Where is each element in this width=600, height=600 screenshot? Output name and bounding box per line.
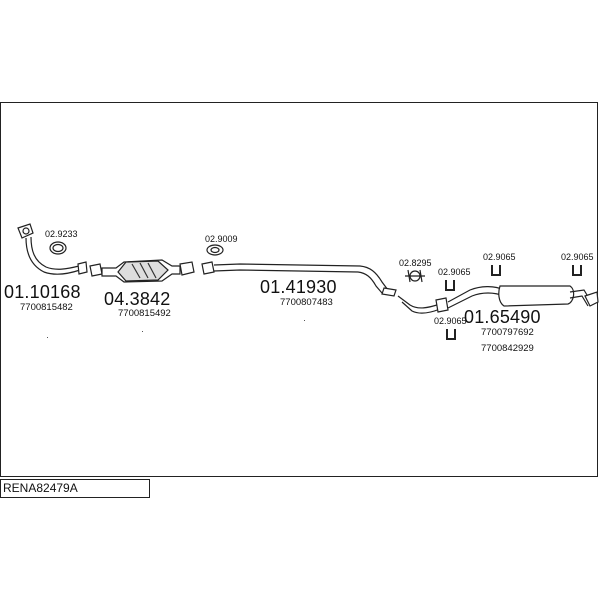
- diagram-frame: [0, 102, 598, 477]
- fitting-label-hanger-3: 02.9065: [561, 252, 594, 262]
- fitting-label-hanger-2: 02.9065: [483, 252, 516, 262]
- gasket-drawing: [49, 241, 67, 255]
- part-number-middle-pipe: 01.41930: [260, 277, 337, 297]
- catalytic-converter-drawing: [89, 259, 195, 283]
- fitting-label-gasket-2: 02.9009: [205, 234, 238, 244]
- fitting-label-clamp: 02.8295: [399, 258, 432, 268]
- part-number-front-pipe: 01.10168: [4, 282, 81, 302]
- fitting-label-hanger-1: 02.9065: [438, 267, 471, 277]
- part-number-rear-silencer: 01.65490: [464, 307, 541, 327]
- oem-number-front-pipe: 7700815482: [20, 302, 73, 313]
- part-number-catalytic-converter: 04.3842: [104, 289, 171, 309]
- oem-number-middle-pipe: 7700807483: [280, 297, 333, 308]
- fitting-label-gasket-1: 02.9233: [45, 229, 78, 239]
- reference-dot: [47, 337, 48, 338]
- rear-silencer-drawing: [397, 285, 599, 314]
- middle-pipe-drawing: [201, 261, 397, 297]
- oem-number-rear-silencer-2: 7700842929: [481, 343, 534, 354]
- front-pipe-drawing: [17, 223, 88, 275]
- clamp-drawing: [405, 269, 425, 283]
- reference-dot: [304, 320, 305, 321]
- oem-number-catalytic-converter: 7700815492: [118, 308, 171, 319]
- fitting-label-hanger-4: 02.9065: [434, 316, 467, 326]
- oem-number-rear-silencer-1: 7700797692: [481, 327, 534, 338]
- reference-dot: [142, 331, 143, 332]
- diagram-code: RENA82479A: [0, 479, 150, 498]
